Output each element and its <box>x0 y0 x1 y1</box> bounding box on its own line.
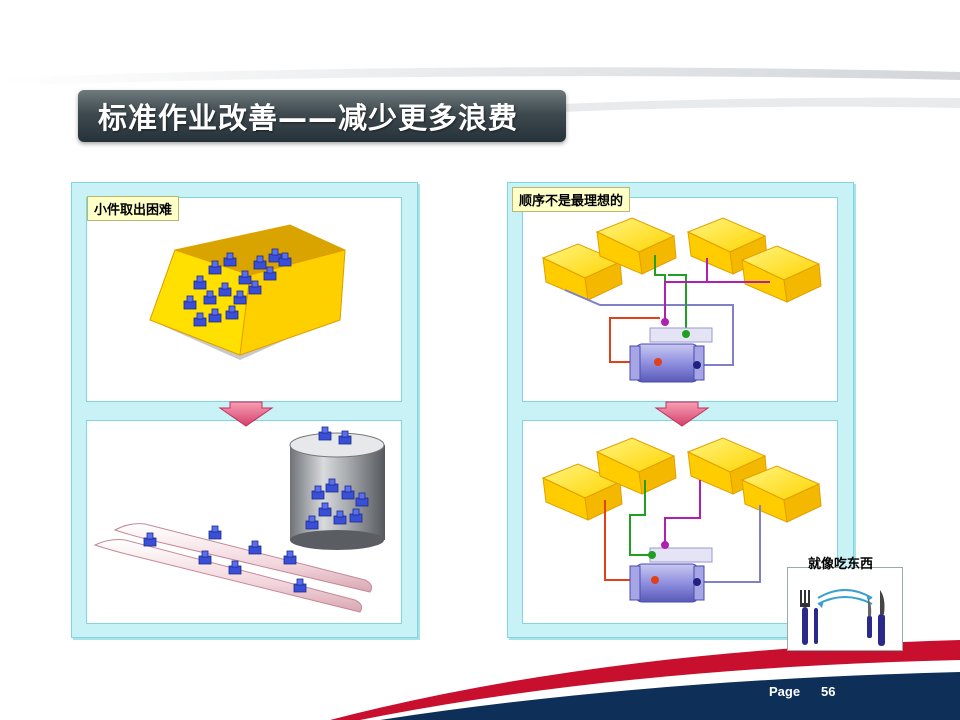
left-panel-label: 小件取出困难 <box>87 196 180 221</box>
slide-rails <box>93 523 373 613</box>
inset-label: 就像吃东西 <box>808 557 874 572</box>
left-down-arrow <box>218 401 274 427</box>
right-top-bins <box>541 217 822 303</box>
spoon-icon <box>814 608 818 644</box>
large-parts-bin <box>149 224 346 360</box>
right-top-valve <box>629 318 713 383</box>
fork-icon <box>800 590 810 645</box>
right-bottom-bins <box>541 437 822 523</box>
parts-cylinder <box>289 426 385 550</box>
utensils-illustration <box>800 589 885 646</box>
utensils-inset <box>787 567 903 651</box>
knife-small-icon <box>867 598 872 638</box>
right-panel-label: 顺序不是最理想的 <box>512 187 631 212</box>
knife-icon <box>878 590 885 646</box>
right-down-arrow <box>654 401 710 427</box>
right-bottom-valve <box>629 541 713 603</box>
page-number: 56 <box>821 684 836 699</box>
title-bar: 标准作业改善——减少更多浪费 <box>78 90 566 142</box>
page-title: 标准作业改善——减少更多浪费 <box>98 101 519 135</box>
top-swoosh-decoration <box>0 67 960 112</box>
right-top-lines <box>564 255 770 366</box>
footer-wave <box>330 640 960 720</box>
page-label: Page <box>769 684 801 699</box>
